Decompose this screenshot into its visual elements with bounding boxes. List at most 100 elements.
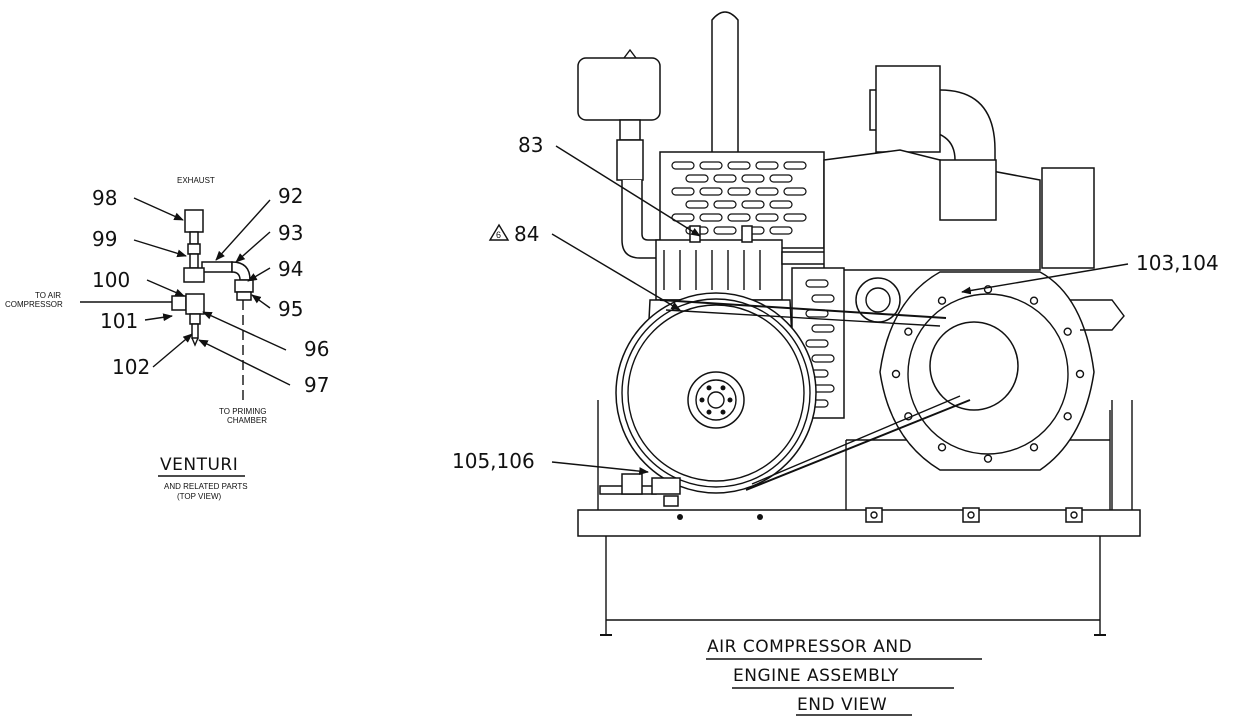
housing-bolt [1063,327,1072,336]
leader-98 [133,197,184,221]
part-label-92: 92 [278,184,303,208]
leader-103-104 [961,263,1129,295]
cooling-slot [783,187,807,196]
venturi-view: 98 99 100 101 102 92 93 94 95 96 97 EXHA… [5,176,329,501]
cooling-slot [699,213,723,222]
air-compressor-label-line2: COMPRESSOR [5,300,63,309]
housing-bolt [937,443,947,452]
housing-bolt [891,369,901,379]
cooling-slot [685,200,709,209]
part-label-98: 98 [92,186,117,210]
leader-92 [215,199,271,261]
part-label-100: 100 [92,268,130,292]
cooling-slot [783,213,807,222]
leader-105-106 [551,461,649,475]
cooling-slot [727,161,751,170]
cooling-slot [741,200,765,209]
cooling-slot [713,226,737,235]
cooling-slot [769,200,793,209]
housing-bolt [1075,369,1085,379]
leader-96 [202,311,287,351]
leader-93 [235,231,271,263]
exhaust-stack [577,11,739,259]
part-label-96: 96 [304,337,329,361]
engine-block [791,149,1095,419]
housing-bolt [1063,412,1072,421]
part-label-84: 84 [514,222,539,246]
priming-chamber-label-line2: CHAMBER [227,416,267,425]
housing-bolt [1029,443,1039,452]
priming-chamber-label-line1: TO PRIMING [219,407,266,416]
cooling-slot [713,200,737,209]
part-label-97: 97 [304,373,329,397]
cooling-slot [671,187,695,196]
assembly-title-line1: AIR COMPRESSOR AND [707,637,912,657]
cooling-slot [783,161,807,170]
part-label-93: 93 [278,221,303,245]
cooling-slot [769,174,793,183]
part-label-95: 95 [278,297,303,321]
housing-bolt [904,327,913,336]
cooling-slot [713,174,737,183]
cooling-slot [755,213,779,222]
part-label-83: 83 [518,133,543,157]
leader-95 [251,294,271,309]
leader-100 [146,279,185,297]
venturi-subtitle-line1: AND RELATED PARTS [164,482,248,491]
drive-belt [659,299,971,491]
cooling-slot [671,161,695,170]
cooling-slot [699,187,723,196]
assembly-title-line2: ENGINE ASSEMBLY [733,666,899,686]
part-label-99: 99 [92,227,117,251]
note-number: 6 [496,230,501,240]
venturi-title: VENTURI [160,455,238,475]
venturi-subtitle-line2: (TOP VIEW) [177,492,221,501]
engine-assembly-view: 83 6 84 103,104 105,106 AIR COMPRESSOR A… [452,11,1219,716]
hub-hole [706,409,712,415]
housing-bolt [1029,296,1039,305]
part-label-101: 101 [100,309,138,333]
hub-hole [720,409,726,415]
cooling-slot [699,161,723,170]
cooling-slot [769,226,793,235]
compressor-pulley [615,292,817,494]
housing-bolt [983,454,993,463]
cooling-slot [727,213,751,222]
cooling-slot [811,294,835,303]
cooling-slot [805,279,829,288]
part-label-94: 94 [278,257,303,281]
hub-hole [706,385,712,391]
leader-94 [247,267,271,282]
part-label-105-106: 105,106 [452,449,535,473]
flywheel-housing [879,271,1125,471]
cooling-slot [741,174,765,183]
hub-hole [699,397,705,403]
cooling-slot [755,161,779,170]
cooling-slot [727,187,751,196]
air-compressor-label-line1: TO AIR [35,291,61,300]
part-label-103-104: 103,104 [1136,251,1219,275]
cooling-slot [685,174,709,183]
cooling-slot [811,324,835,333]
venturi-assembly-drawing [171,209,254,347]
base-frame [577,400,1141,636]
cooling-slot [755,187,779,196]
part-label-102: 102 [112,355,150,379]
hub-hole [720,385,726,391]
assembly-title-line3: END VIEW [797,695,887,715]
leader-83 [555,145,701,237]
leader-99 [133,239,187,258]
cooling-slot [811,354,835,363]
exhaust-label: EXHAUST [177,176,215,185]
leader-101 [144,313,173,322]
leader-102 [152,333,193,368]
revision-note-icon: 6 [488,223,510,241]
cooling-slot [671,213,695,222]
belt-tensioner [599,473,681,507]
leader-97 [198,339,291,386]
housing-bolt [937,296,947,305]
hub-hole [727,397,733,403]
housing-bolt [983,285,993,294]
compressor-head [647,151,839,341]
